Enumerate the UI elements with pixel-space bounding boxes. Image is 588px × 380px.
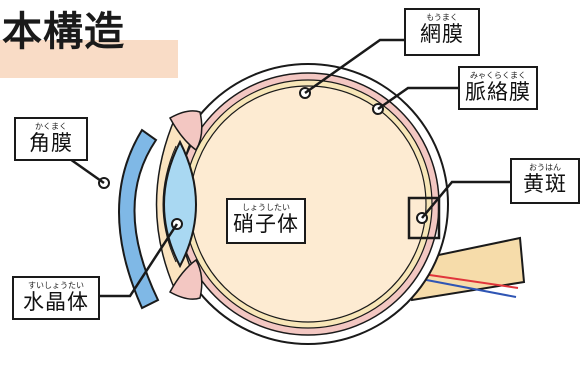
macula-ruby: おうはん [512,163,578,172]
cornea-text: 角膜 [16,131,86,155]
cornea-ruby: かくまく [16,122,86,131]
choroid-label: みゃくらくまく 脈絡膜 [458,66,538,110]
macula-text: 黄斑 [512,172,578,196]
vitreous-label: しょうしたい 硝子体 [226,198,306,244]
lens-text: 水晶体 [14,290,98,314]
retina-text: 網膜 [406,22,478,46]
choroid-text: 脈絡膜 [460,80,536,104]
macula-label: おうはん 黄斑 [510,158,580,204]
cornea-label: かくまく 角膜 [14,117,88,161]
vitreous-ruby: しょうしたい [228,203,304,212]
retina-ruby: もうまく [406,13,478,22]
vitreous-text: 硝子体 [228,212,304,236]
retina-label: もうまく 網膜 [404,8,480,56]
choroid-ruby: みゃくらくまく [460,71,536,80]
lens-label: すいしょうたい 水晶体 [12,276,100,320]
lens-ruby: すいしょうたい [14,281,98,290]
